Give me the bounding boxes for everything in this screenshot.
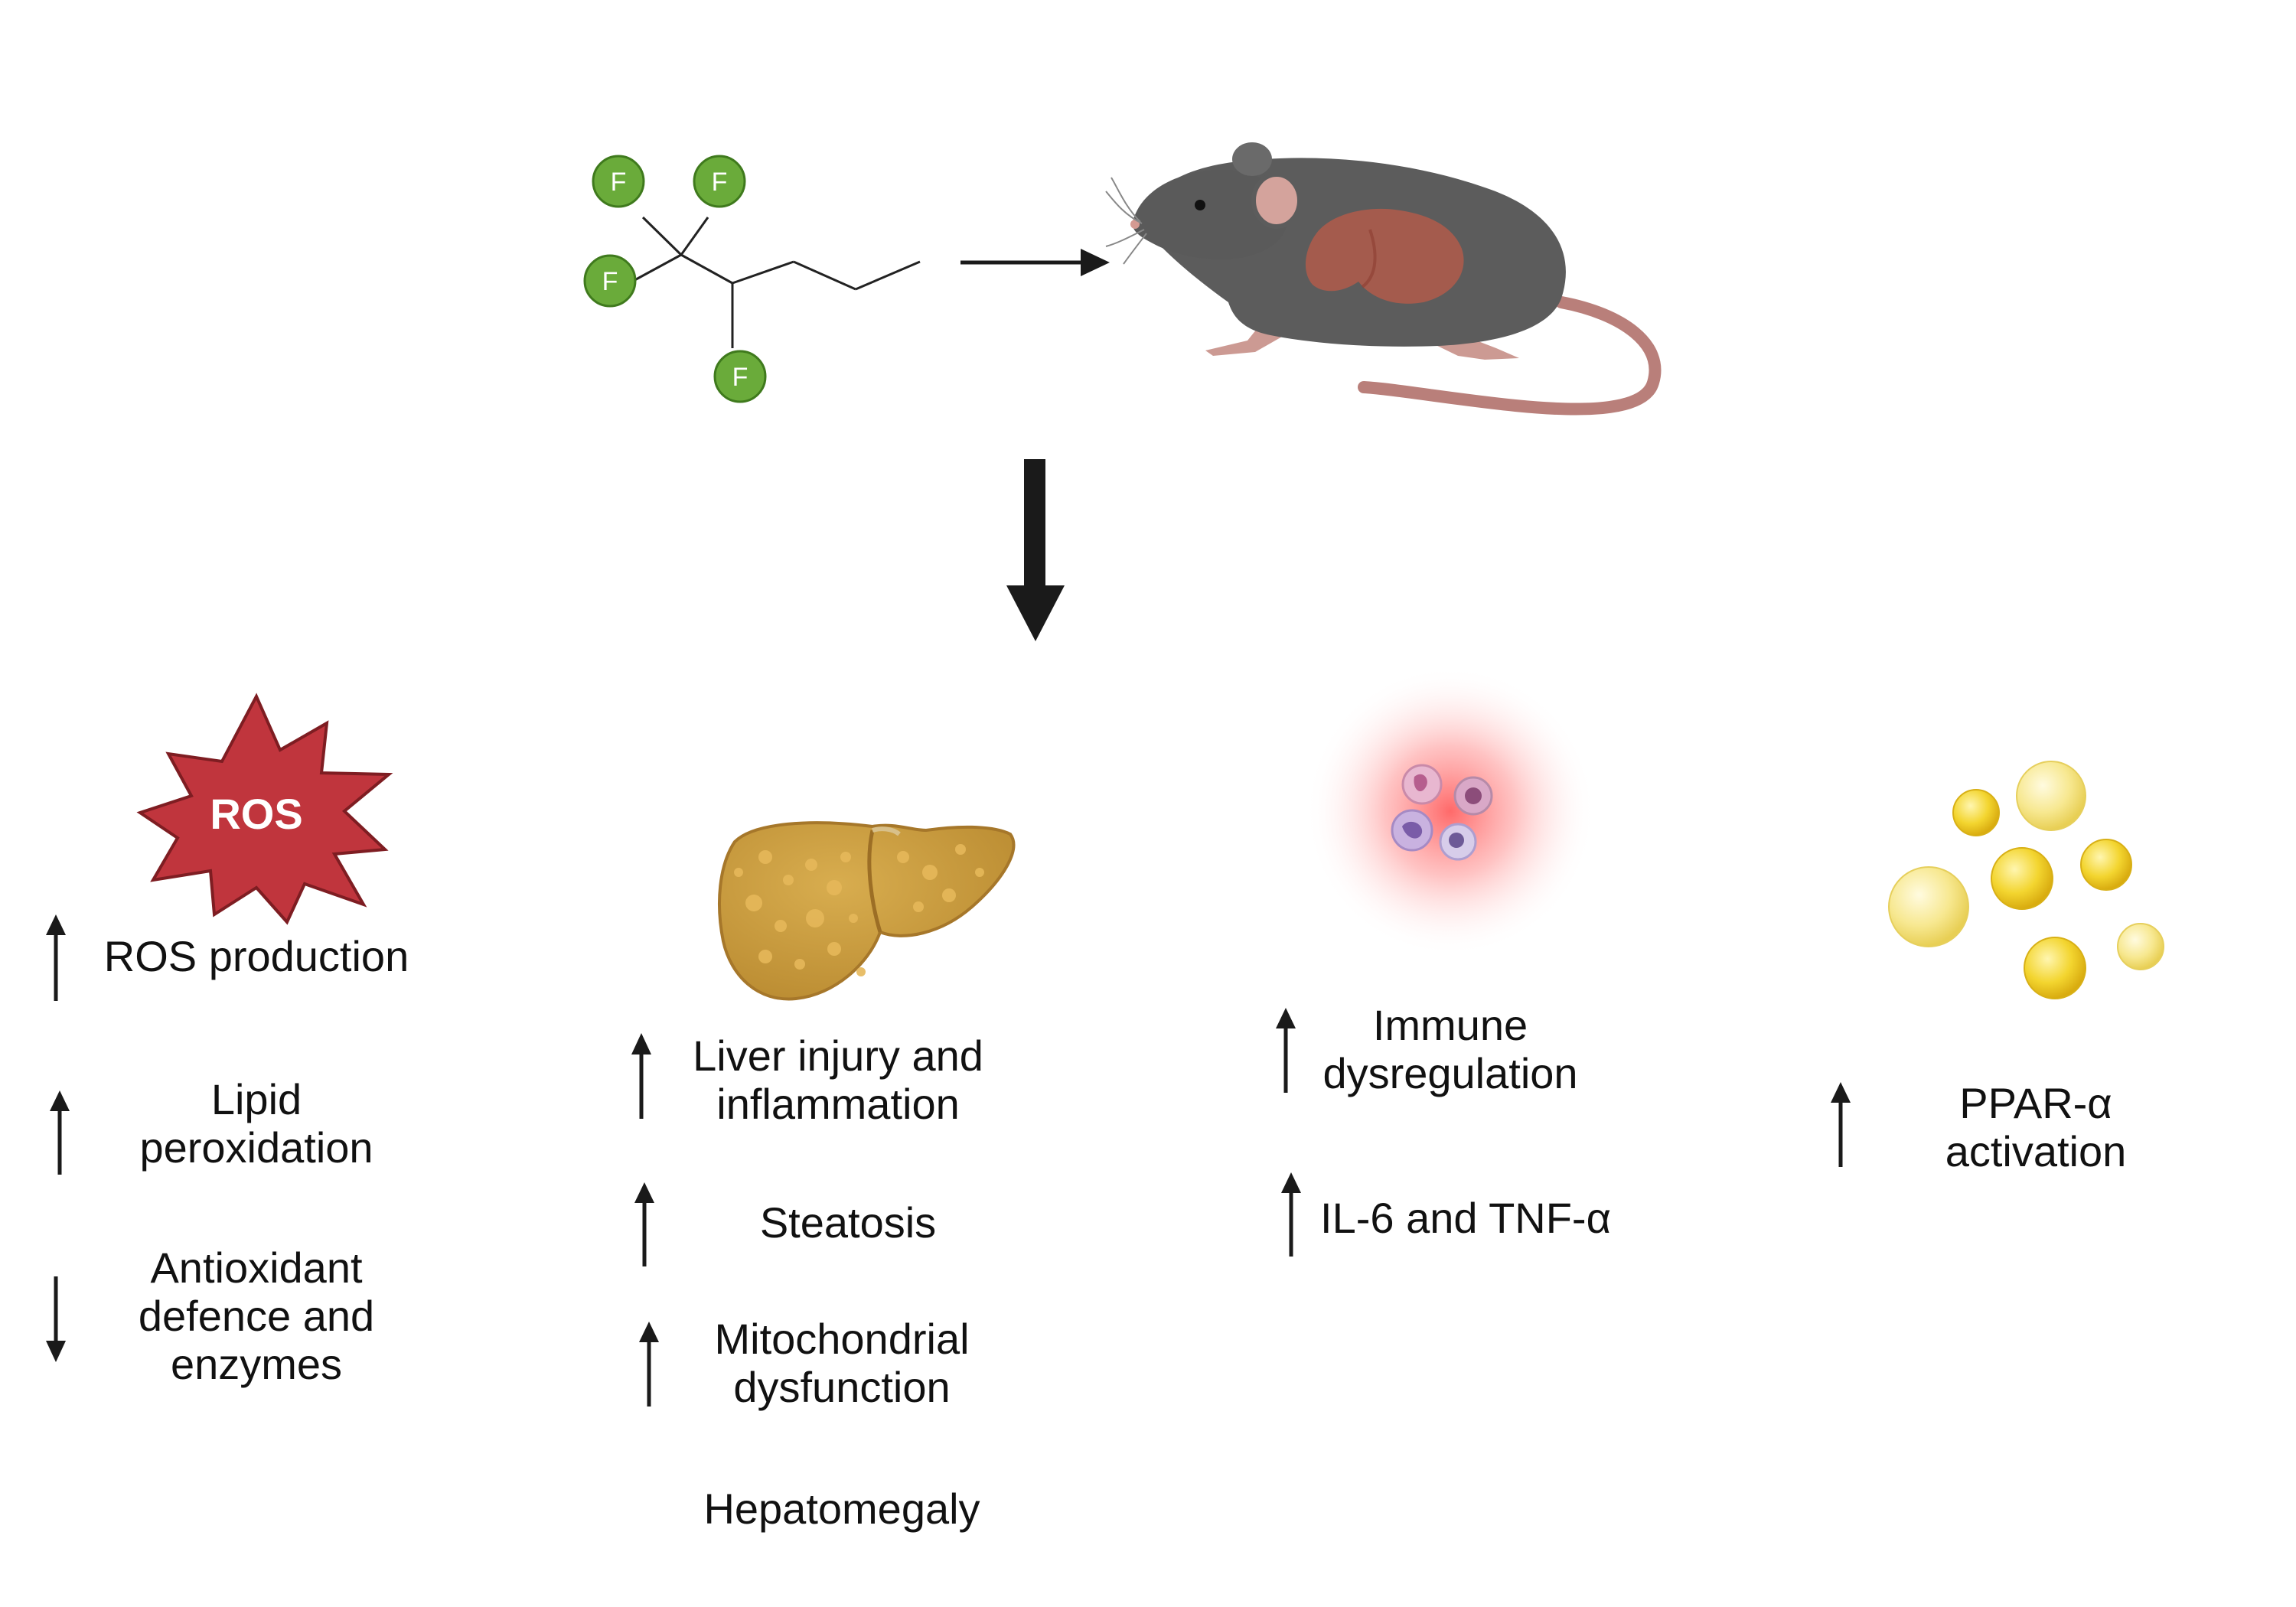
increase-arrow (639, 1322, 659, 1407)
increase-arrow (1276, 1008, 1296, 1093)
effect-label-antioxidant-defence: Antioxidant defence and enzymes (138, 1244, 375, 1388)
mouse-liver-organ (1305, 208, 1464, 304)
decrease-arrow (46, 1276, 66, 1362)
effect-label-liver-injury: Liver injury and inflammation (693, 1032, 983, 1128)
mouse-nose (1130, 220, 1140, 229)
effect-label-lipid-peroxidation: Lipid peroxidation (139, 1075, 373, 1172)
ros-star-icon: ROS (136, 693, 393, 925)
ros-badge-text: ROS (210, 790, 302, 838)
effect-label-il6-tnf: IL-6 and TNF-α (1320, 1194, 1611, 1242)
increase-arrow (1831, 1082, 1851, 1167)
mouse-ear (1251, 172, 1302, 229)
mouse-tail (1358, 296, 1662, 416)
effect-label-ppar-activation: PPAR-α activation (1945, 1079, 2127, 1175)
effect-label-mitochondrial-dysfunction: Mitochondrial dysfunction (714, 1315, 970, 1411)
increase-arrow (631, 1033, 651, 1119)
mouse-back-ear (1232, 142, 1272, 176)
mouse-icon (1105, 142, 1662, 416)
fluorine-atom: F (592, 155, 645, 208)
carbon-backbone-bonds (628, 216, 921, 348)
effect-label-steatosis: Steatosis (759, 1198, 937, 1247)
downstream-effects-arrow (1006, 459, 1065, 641)
svg-text:F: F (712, 168, 728, 197)
effect-label-hepatomegaly: Hepatomegaly (703, 1485, 980, 1533)
fluorine-atom: F (713, 350, 767, 403)
increase-arrow (634, 1182, 654, 1266)
svg-text:F: F (602, 267, 618, 296)
fluorine-atom: F (583, 254, 637, 308)
increase-arrow (50, 1090, 70, 1175)
liver-fat-spots (734, 844, 984, 976)
increase-arrow (1281, 1172, 1301, 1257)
mouse-eye (1195, 200, 1205, 210)
mouse-head (1132, 169, 1288, 260)
exposure-arrow (960, 249, 1110, 276)
lipid-droplets-icon (1888, 761, 2164, 999)
effect-direction-arrows (46, 914, 1851, 1407)
svg-text:F: F (611, 168, 627, 197)
mouse-whiskers (1105, 177, 1147, 265)
increase-arrow (46, 914, 66, 1001)
effect-label-immune-dysregulation: Immune dysregulation (1322, 1001, 1578, 1097)
liver-icon (718, 821, 1016, 1001)
immune-cells-icon (1305, 666, 1596, 957)
fluorine-atom: F (693, 155, 746, 208)
svg-text:F: F (732, 363, 748, 392)
fluorinated-compound-structure: F F F F (583, 155, 921, 403)
effect-label-ros-production: ROS production (103, 932, 409, 980)
